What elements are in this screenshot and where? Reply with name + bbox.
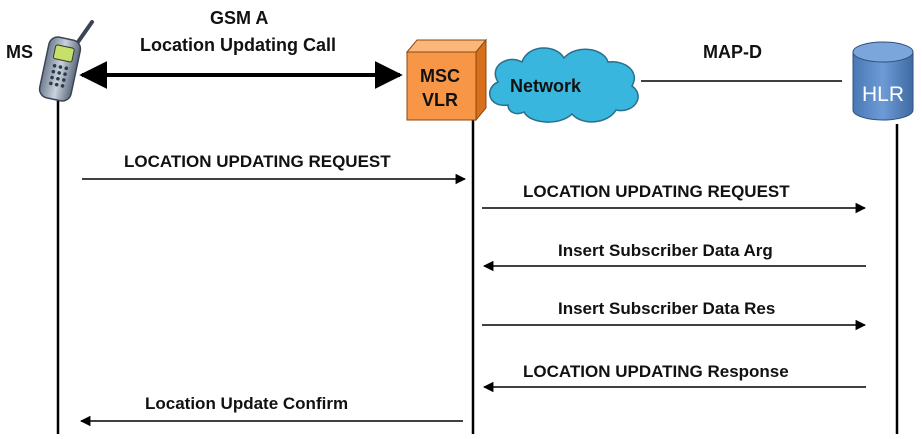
hlr-label: HLR (862, 83, 904, 106)
ms-label: MS (6, 42, 33, 62)
message-label-1: LOCATION UPDATING REQUEST (124, 152, 391, 171)
message-label-2: LOCATION UPDATING REQUEST (523, 182, 790, 201)
message-label-4: Insert Subscriber Data Res (558, 299, 775, 318)
interface-map-label: MAP-D (703, 42, 762, 62)
interface-a-line2: Location Updating Call (140, 35, 336, 55)
interface-a-line1: GSM A (210, 8, 268, 28)
network-cloud-icon (488, 47, 639, 123)
msc-vlr-cube-icon (405, 38, 488, 122)
message-label-6: Location Update Confirm (145, 394, 348, 413)
message-label-5: LOCATION UPDATING Response (523, 362, 789, 381)
message-label-3: Insert Subscriber Data Arg (558, 241, 773, 260)
network-label: Network (510, 76, 582, 96)
vlr-label: VLR (422, 90, 458, 110)
msc-label: MSC (420, 66, 460, 86)
hlr-database-icon (852, 41, 914, 121)
mobile-phone-icon (38, 20, 94, 102)
